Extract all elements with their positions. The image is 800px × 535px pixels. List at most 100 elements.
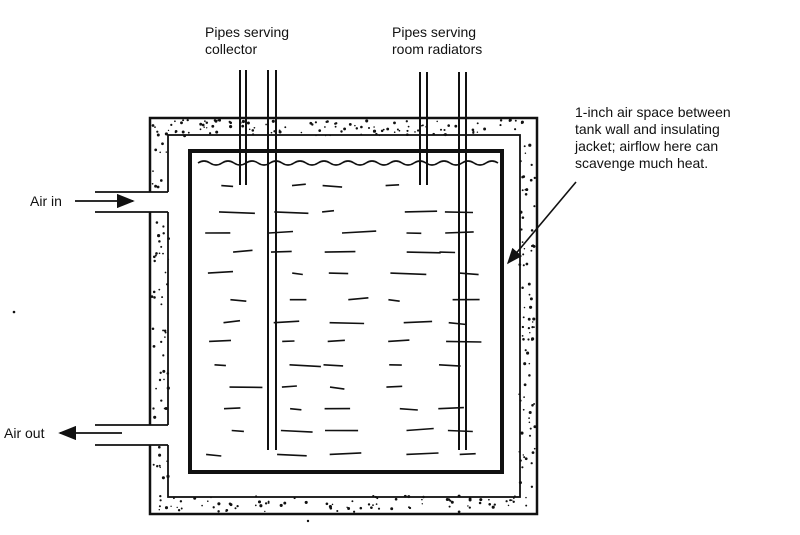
speckle	[477, 131, 478, 132]
speckle	[530, 179, 533, 182]
label-line: Pipes serving	[392, 24, 482, 41]
speckle	[259, 504, 262, 507]
speckle	[447, 124, 450, 127]
speckle	[166, 460, 167, 461]
speckle	[458, 510, 461, 513]
speckle	[158, 446, 161, 449]
speckle	[167, 372, 170, 375]
speckle	[155, 255, 157, 257]
speckle	[399, 130, 401, 132]
speckle	[159, 252, 161, 254]
speckle	[451, 501, 454, 504]
speckle	[524, 248, 525, 249]
speckle	[523, 264, 525, 266]
speckle	[311, 123, 313, 125]
air-space-pointer	[508, 182, 576, 263]
speckle	[181, 508, 183, 510]
speckle	[351, 500, 353, 502]
speckle	[383, 129, 385, 131]
speckle	[522, 326, 524, 328]
speckle	[255, 505, 257, 507]
speckle	[213, 506, 215, 508]
speckle	[162, 476, 165, 479]
speckle	[279, 131, 282, 134]
speckle	[160, 303, 162, 305]
speckle	[162, 225, 164, 227]
water-dash	[221, 186, 233, 187]
label-line: room radiators	[392, 41, 482, 58]
speckle	[161, 296, 163, 298]
speckle	[483, 128, 486, 131]
speckle	[523, 316, 525, 318]
speckle	[173, 497, 175, 499]
speckle	[153, 416, 156, 419]
stray-dot	[13, 311, 16, 314]
speckle	[406, 133, 409, 136]
speckle	[531, 164, 533, 166]
speckle	[175, 130, 178, 133]
speckle	[368, 127, 370, 129]
speckle	[406, 130, 408, 132]
speckle	[522, 216, 525, 219]
speckle	[514, 128, 516, 130]
speckle	[152, 407, 154, 409]
speckle	[509, 119, 512, 122]
speckle	[479, 498, 482, 501]
speckle	[408, 126, 410, 128]
speckle	[529, 306, 532, 309]
speckle	[421, 499, 423, 501]
speckle	[524, 307, 526, 309]
speckle	[354, 125, 356, 127]
speckle	[164, 336, 166, 338]
speckle	[152, 183, 154, 185]
speckle	[522, 241, 524, 243]
speckle	[155, 252, 158, 255]
speckle	[160, 499, 162, 501]
speckle	[332, 504, 334, 506]
speckle	[159, 505, 161, 507]
water-dash	[407, 252, 441, 253]
speckle	[360, 134, 362, 136]
speckle	[153, 345, 156, 348]
speckle	[529, 411, 532, 414]
speckle	[534, 177, 536, 179]
speckle	[519, 160, 521, 162]
speckle	[422, 503, 423, 504]
speckle	[154, 126, 156, 128]
stray-dot	[307, 520, 309, 522]
speckle	[375, 133, 377, 135]
speckle	[206, 122, 208, 124]
speckle	[156, 131, 158, 133]
speckle	[182, 119, 184, 121]
speckle	[294, 497, 296, 499]
speckle	[163, 379, 165, 381]
speckle	[527, 338, 529, 340]
speckle	[160, 246, 162, 248]
speckle	[159, 509, 160, 510]
speckle	[329, 505, 332, 508]
speckle	[160, 179, 163, 182]
speckle	[156, 465, 158, 467]
speckle	[521, 466, 523, 468]
speckle	[305, 501, 308, 504]
water-dash	[282, 386, 297, 387]
speckle	[158, 289, 160, 291]
speckle	[236, 505, 238, 507]
speckle	[315, 121, 317, 123]
speckle	[168, 259, 169, 260]
storage-tank	[190, 151, 502, 472]
speckle	[325, 121, 327, 123]
speckle	[528, 283, 531, 286]
speckle	[165, 132, 168, 135]
speckle	[488, 499, 490, 501]
speckle	[422, 496, 425, 499]
speckle	[329, 134, 331, 136]
speckle	[513, 497, 515, 499]
speckle	[532, 244, 534, 246]
water-dash	[324, 365, 344, 366]
speckle	[160, 341, 162, 343]
speckle	[520, 228, 522, 230]
water-dash	[325, 252, 356, 253]
speckle	[520, 432, 523, 435]
